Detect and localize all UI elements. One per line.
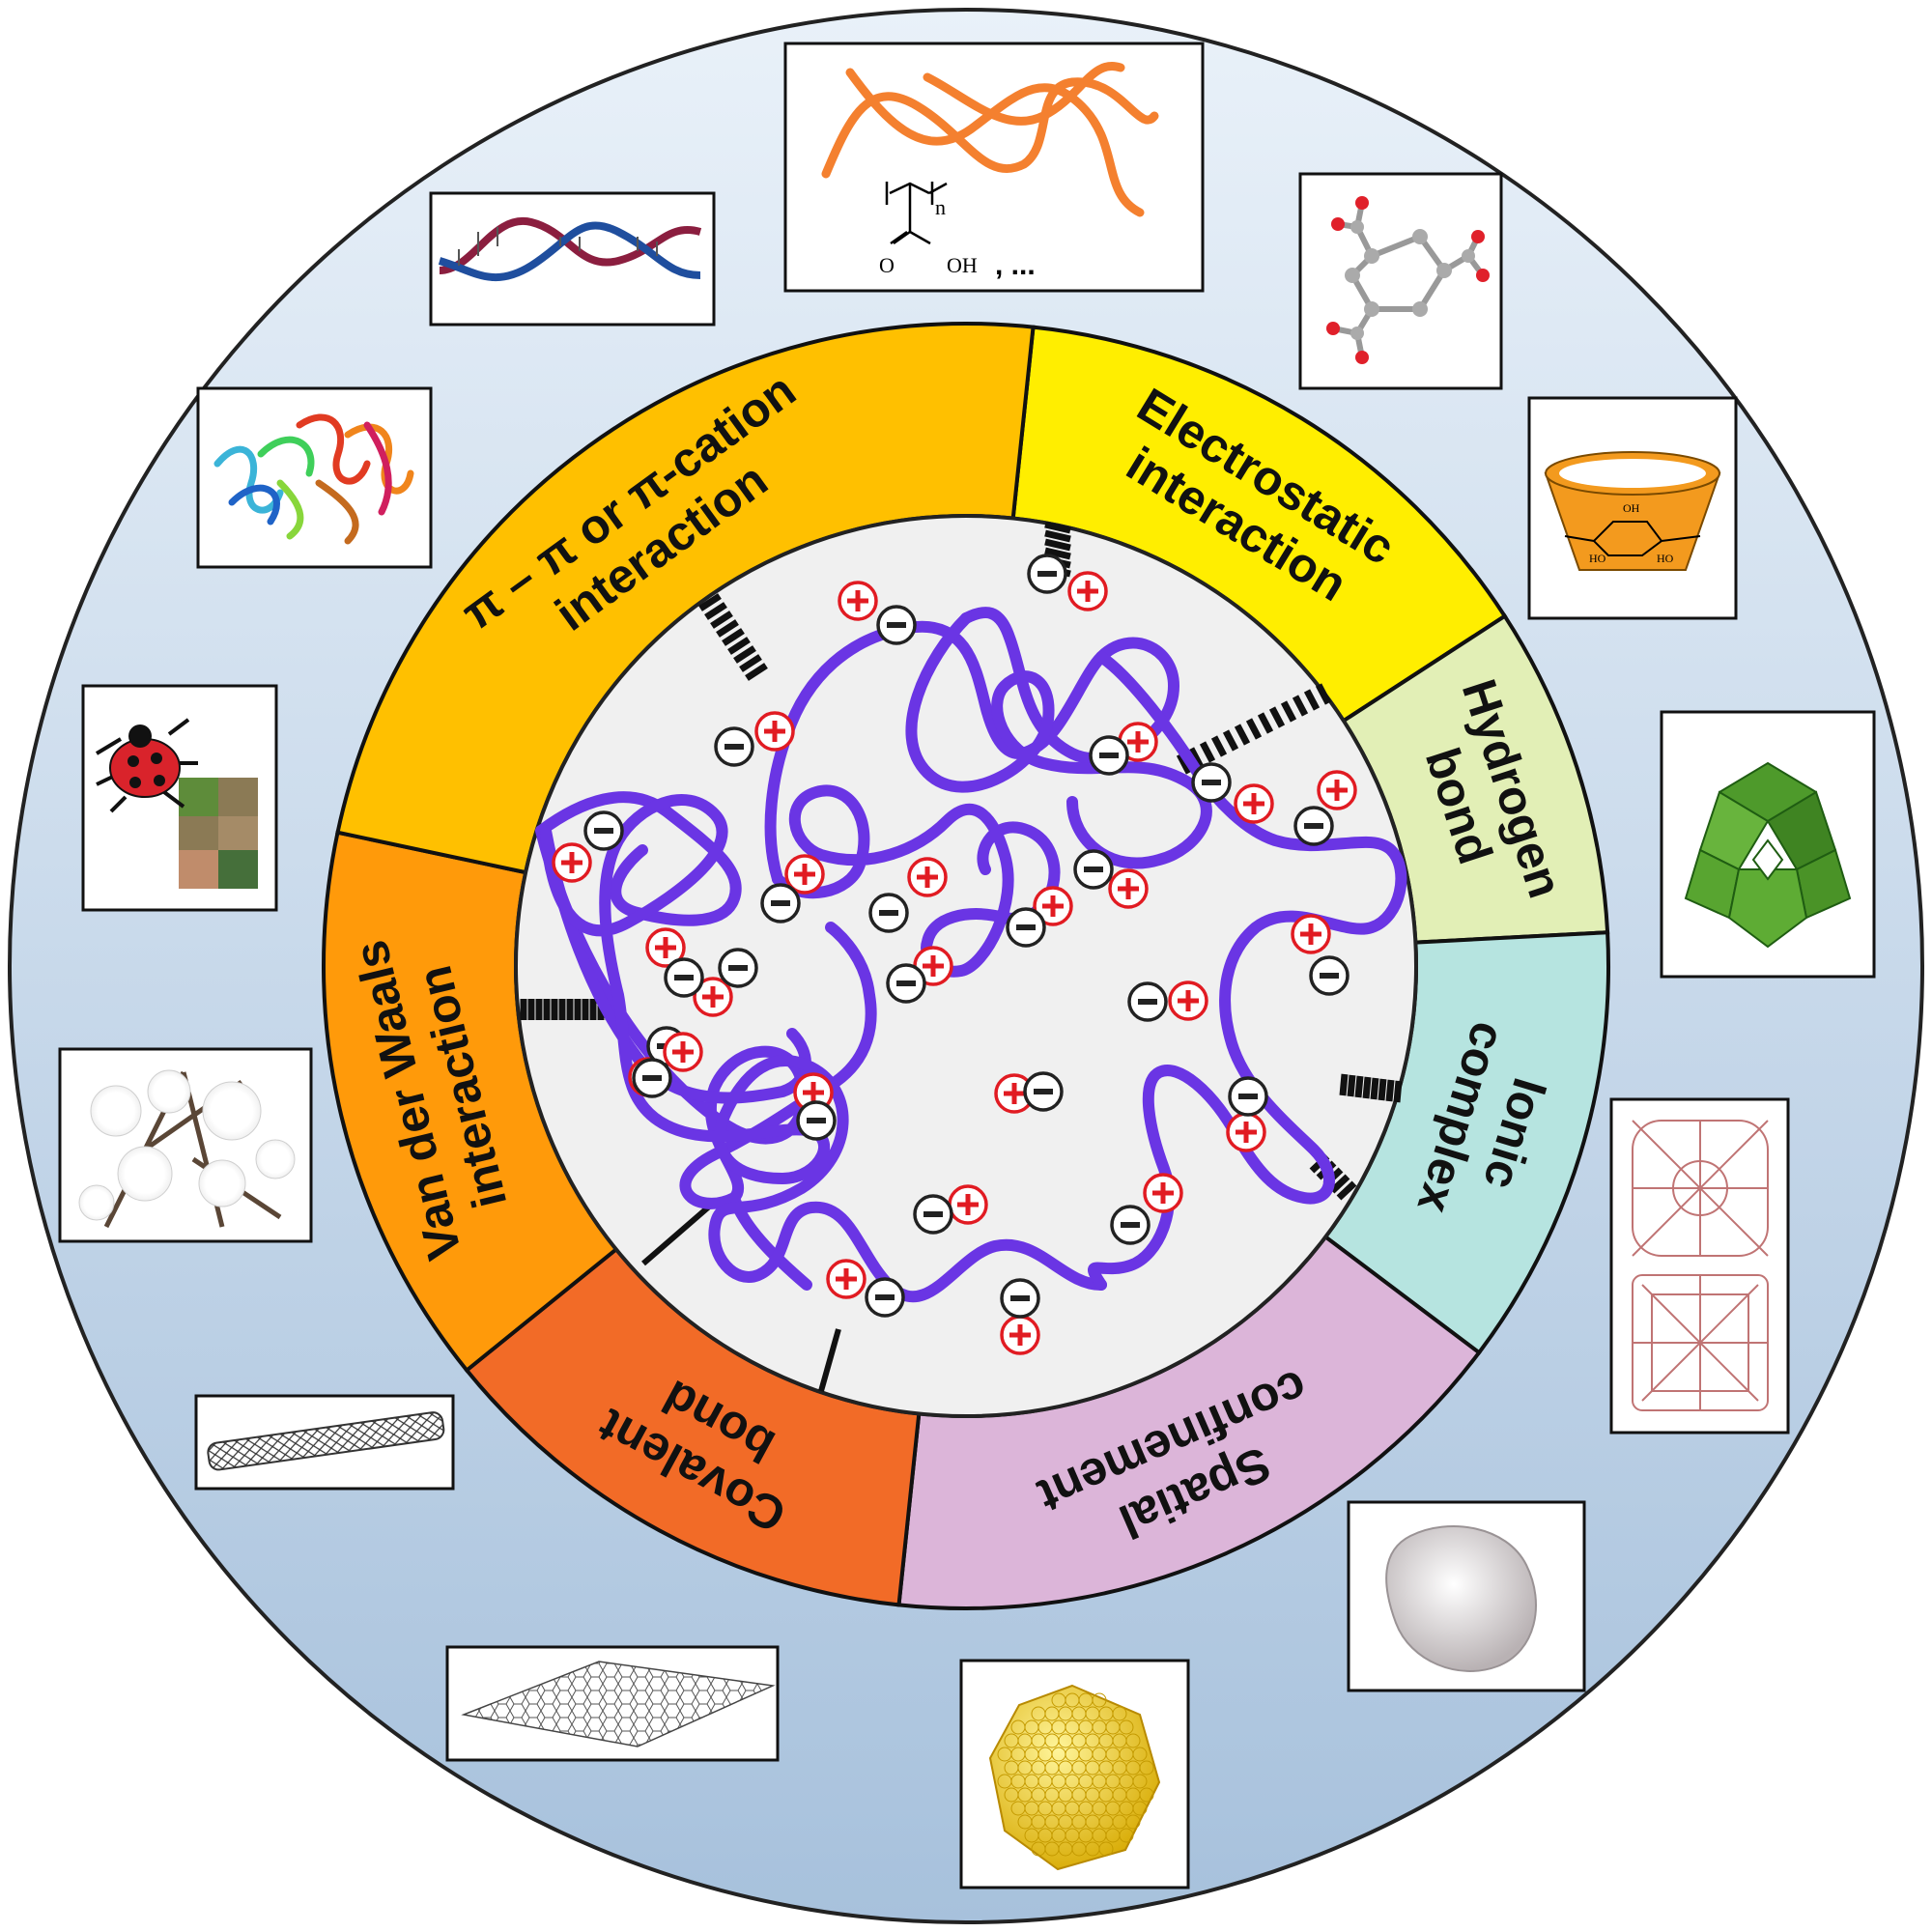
cation-marker — [1168, 980, 1208, 1021]
cation-marker — [693, 977, 733, 1017]
anion-marker — [868, 893, 909, 933]
anion-marker — [913, 1194, 953, 1235]
anion-marker — [876, 605, 917, 645]
polymer-oxygen-label: O — [879, 253, 895, 277]
cation-marker — [1067, 571, 1108, 611]
cyclodextrin-ho-right-label: HO — [1657, 552, 1674, 565]
nanoparticle-thumbnail — [959, 1659, 1190, 1889]
cation-marker — [1143, 1173, 1183, 1213]
dna-helix-icon — [438, 216, 702, 282]
crystal-thumbnail — [1347, 1500, 1586, 1692]
cation-marker — [663, 1032, 703, 1072]
cotton-thumbnail — [58, 1047, 313, 1243]
cation-marker — [1234, 783, 1274, 824]
polymer-repeat-unit-icon — [885, 182, 948, 245]
ladybug-camouflage-icon — [95, 718, 258, 889]
anion-marker — [1089, 735, 1129, 776]
polymer-ellipsis: , ... — [995, 249, 1036, 281]
cation-marker — [1226, 1112, 1266, 1152]
covalent-bond-line-2 — [818, 1328, 841, 1392]
cation-marker — [1317, 770, 1357, 810]
crystal-grain-icon — [1385, 1525, 1537, 1672]
anion-marker — [1000, 1278, 1040, 1319]
mof-thumbnail — [1609, 1097, 1790, 1435]
nanotube-thumbnail — [194, 1394, 455, 1491]
protein-ribbon-icon — [213, 413, 414, 545]
polymer-chains-icon — [821, 61, 1159, 217]
cation-marker — [1033, 886, 1073, 926]
anion-marker — [760, 883, 801, 923]
anion-marker — [718, 948, 758, 988]
anion-marker — [886, 963, 926, 1004]
ladybug-thumbnail — [81, 684, 278, 912]
anion-marker — [1073, 849, 1114, 890]
cyclodextrin-oh-label: OH — [1623, 501, 1640, 515]
hydrogen-hash-marker — [1176, 683, 1332, 775]
cation-marker — [1000, 1315, 1040, 1355]
cation-marker — [948, 1184, 988, 1225]
bond-markers — [520, 521, 1403, 1392]
anion-marker — [1293, 806, 1334, 846]
charge-pairs — [552, 554, 1357, 1355]
anion-marker — [1027, 554, 1067, 594]
graphene-thumbnail — [445, 1645, 780, 1762]
anion-marker — [1127, 981, 1168, 1022]
anion-marker — [583, 810, 624, 851]
anion-marker — [714, 726, 754, 767]
polymer-chain-right — [1087, 651, 1407, 1291]
anion-marker — [796, 1100, 837, 1141]
cyclodextrin-thumbnail: OH HO HO — [1527, 396, 1738, 620]
anion-marker — [1228, 1076, 1268, 1117]
cation-marker — [784, 854, 825, 895]
cation-marker — [907, 857, 948, 897]
cation-marker — [552, 842, 592, 883]
ionic-hash-marker-1 — [1339, 1073, 1403, 1103]
anion-marker — [632, 1058, 672, 1098]
carbon-nanotube-icon — [207, 1411, 445, 1471]
green-polyhedra-icon — [1684, 761, 1852, 949]
anion-marker — [1309, 955, 1350, 996]
anion-marker — [1110, 1205, 1151, 1245]
polymer-subscript-n: n — [935, 195, 946, 219]
anion-marker — [1191, 762, 1232, 803]
trimesic-thumbnail — [1298, 172, 1503, 390]
cation-marker — [826, 1259, 867, 1299]
polymer-hydroxyl-label: OH — [947, 253, 978, 277]
cation-marker — [1108, 868, 1149, 909]
cation-marker — [1291, 914, 1331, 954]
covalent-bond-line-1 — [641, 1198, 718, 1266]
electrostatic-hash-marker — [1044, 521, 1071, 578]
framework-icon — [1632, 1120, 1769, 1411]
protein-thumbnail — [196, 386, 433, 569]
polymer-chain-right-loop — [905, 612, 1212, 869]
cation-marker — [838, 581, 878, 621]
anion-marker — [664, 957, 704, 998]
cotton-plant-icon — [78, 1069, 296, 1229]
pi-hash-marker — [698, 593, 768, 681]
dna-thumbnail — [429, 191, 716, 327]
polyoxometalate-thumbnail — [1660, 710, 1876, 979]
anion-marker — [1023, 1071, 1064, 1112]
graphene-sheet-icon — [461, 1661, 776, 1747]
cyclodextrin-ho-left-label: HO — [1589, 552, 1606, 565]
gold-nanoparticle-icon — [988, 1684, 1161, 1871]
anion-marker — [1006, 907, 1046, 948]
polymer-chain-main — [540, 794, 1107, 1303]
polymer-thumbnail: n O OH , ... — [783, 42, 1205, 293]
cation-marker — [645, 927, 686, 968]
cation-marker — [754, 711, 795, 752]
anion-marker — [865, 1277, 905, 1318]
